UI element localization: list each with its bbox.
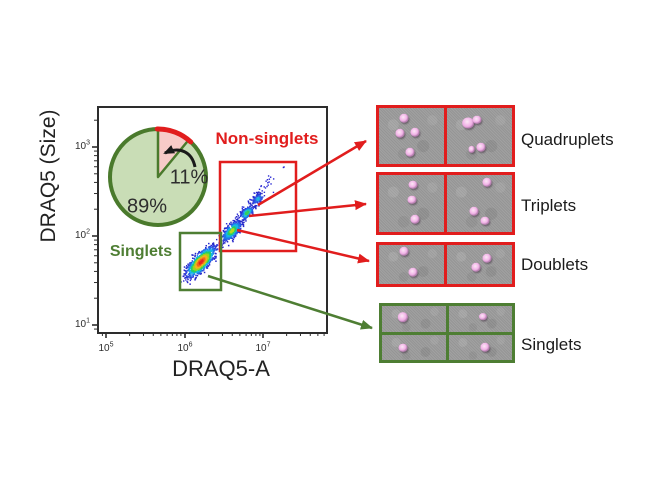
cell-dot [462,117,475,129]
x-tick-label: 105 [98,341,114,354]
singlets-image-panel [379,303,515,363]
panel-label-doublets: Doublets [521,255,589,274]
cell-dot [397,312,409,323]
cell-dot [408,268,418,277]
pie-non-singlets-percent-label: 11% [169,166,209,189]
cell-dot [399,113,409,123]
cell-image [447,108,512,164]
panel-label-singlets: Singlets [521,335,582,354]
triplets-image-panel [376,172,515,235]
panel-label-triplets: Triplets [521,196,577,215]
x-tick-label: 106 [177,341,193,354]
panel-label-quadruplets: Quadruplets [521,130,614,149]
cell-dot [482,178,492,187]
y-axis-label: DRAQ5 (Size) [37,109,60,243]
quadruplets-image-panel [376,105,515,167]
cell-dot [395,128,405,138]
cell-dot [482,254,492,263]
cell-dot [407,195,417,204]
cell-image [379,108,444,164]
pie-singlets-percent-label: 89% [126,195,168,218]
y-tick-label: 101 [74,317,90,330]
cell-image [379,245,444,284]
cell-dot [478,312,487,321]
cell-dot [471,262,481,272]
cell-image [448,306,512,332]
cell-image [382,306,446,332]
cell-dot [399,246,409,256]
cell-dot [410,215,420,224]
cell-dot [468,146,476,153]
doublets-image-panel [376,242,515,287]
cell-image [447,245,512,284]
cell-dot [398,343,408,352]
x-axis-label: DRAQ5-A [172,356,270,381]
cell-dot [472,115,482,124]
cell-dot [476,142,486,152]
cell-dot [480,216,490,225]
y-tick-label: 102 [74,228,90,241]
cell-image [448,334,512,360]
cell-image [382,334,446,360]
cell-image [447,175,512,232]
cell-image [379,175,444,232]
cell-dot [480,343,490,352]
cell-dot [410,127,420,137]
cell-dot [408,180,418,189]
cell-dot [405,147,415,157]
cell-dot [469,207,479,216]
x-tick-label: 107 [255,341,271,354]
non-singlets-gate-label: Non-singlets [215,129,319,148]
y-tick-label: 103 [74,139,90,152]
singlets-gate-label: Singlets [109,243,173,260]
